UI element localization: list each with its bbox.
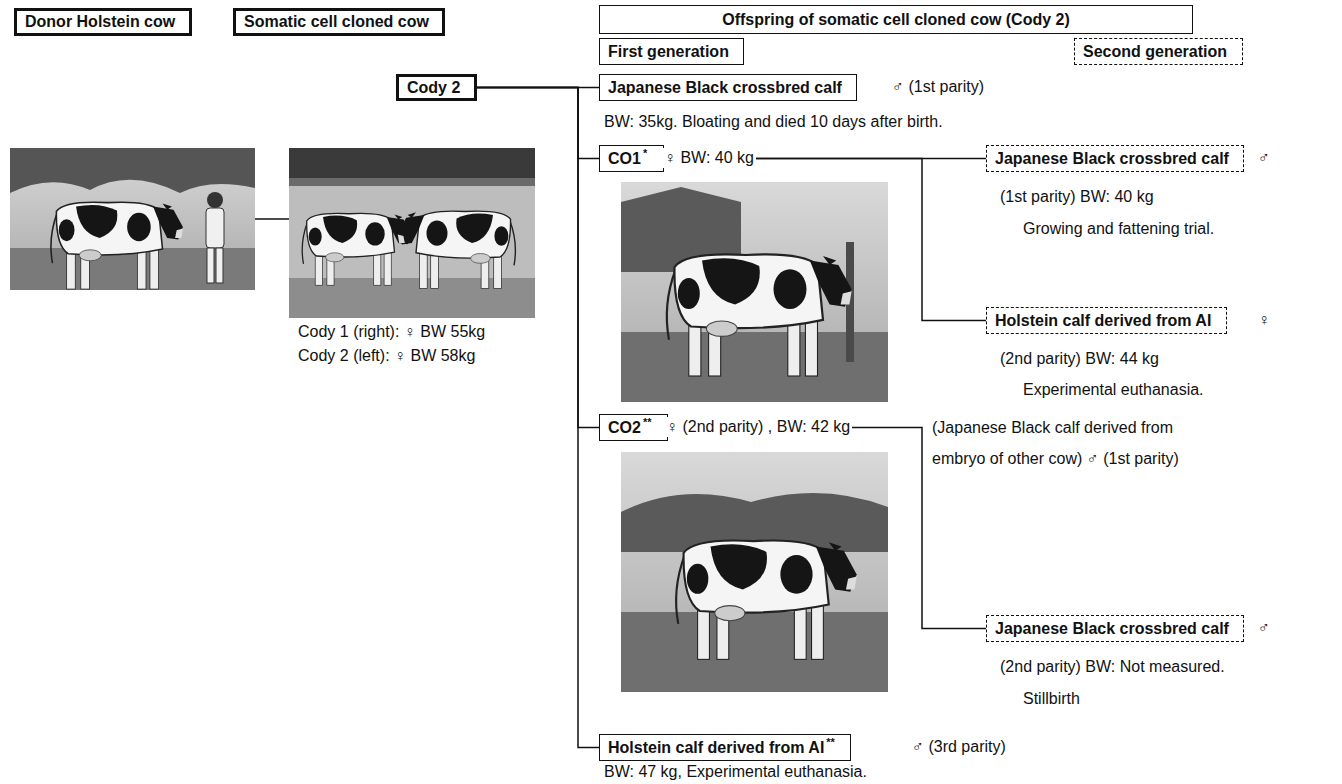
pedigree-line xyxy=(664,159,986,321)
note-label: Experimental euthanasia. xyxy=(1021,380,1206,400)
note-label: Growing and fattening trial. xyxy=(1021,219,1216,239)
box-text: First generation xyxy=(608,43,729,61)
box-text: Japanese Black crossbred calf xyxy=(995,620,1229,638)
note-label: ♂ xyxy=(1256,618,1272,638)
pedigree-line xyxy=(477,88,599,428)
box-text: Cody 2 xyxy=(407,79,460,97)
box-text: CO1 xyxy=(608,150,641,168)
cow-figure xyxy=(398,211,516,288)
box-text: Somatic cell cloned cow xyxy=(244,13,429,31)
note-label: Stillbirth xyxy=(1021,689,1082,709)
pedigree-line xyxy=(477,88,599,748)
note-label: ♂ (1st parity) xyxy=(890,77,986,97)
box-text: Japanese Black crossbred calf xyxy=(995,150,1229,168)
note-label: ♂ xyxy=(1256,148,1272,168)
note-label: (2nd parity) BW: Not measured. xyxy=(998,657,1227,677)
note-label: (1st parity) BW: 40 kg xyxy=(998,187,1156,207)
note-label: Cody 2 (left): ♀ BW 58kg xyxy=(296,346,477,366)
cloned-photo xyxy=(289,148,535,318)
box-text: Japanese Black crossbred calf xyxy=(608,79,842,97)
donor-photo xyxy=(10,148,255,290)
photo-ground xyxy=(621,182,888,402)
co2-photo xyxy=(621,452,888,692)
box-text: Holstein calf derived from AI xyxy=(608,739,824,757)
trees xyxy=(10,148,255,193)
photo-ground xyxy=(10,148,255,290)
animal-box: Japanese Black crossbred calf xyxy=(986,615,1244,642)
cow-figure xyxy=(302,213,411,285)
animal-box: CO2** xyxy=(599,414,668,441)
note-label: ♀ xyxy=(1256,310,1272,330)
footnote-mark: * xyxy=(643,147,647,159)
animal-box: CO1* xyxy=(599,145,664,172)
header-box: Donor Holstein cow xyxy=(14,8,192,36)
footnote-mark: ** xyxy=(826,736,835,748)
note-label: ♀ (2nd parity) , BW: 42 kg xyxy=(664,417,852,437)
box-text: Second generation xyxy=(1083,43,1227,61)
box-text: CO2 xyxy=(608,419,641,437)
animal-box: Holstein calf derived from AI** xyxy=(599,734,851,761)
note-label: BW: 47 kg, Experimental euthanasia. xyxy=(602,762,869,782)
person-figure xyxy=(206,192,224,283)
note-label: (2nd parity) BW: 44 kg xyxy=(998,349,1161,369)
ground xyxy=(621,612,888,692)
footnote-mark: ** xyxy=(643,416,652,428)
header-box: Somatic cell cloned cow xyxy=(233,8,445,36)
barn-roof xyxy=(289,148,535,178)
barn-beam xyxy=(289,178,535,186)
animal-box: Cody 2 xyxy=(396,74,477,101)
note-label: (Japanese Black calf derived from embryo… xyxy=(930,412,1224,474)
cow-figure xyxy=(51,202,183,289)
generation-box: Second generation xyxy=(1074,38,1243,65)
box-text: Donor Holstein cow xyxy=(25,13,175,31)
note-label: ♂ (3rd parity) xyxy=(910,737,1008,757)
cow-figure xyxy=(667,254,852,376)
generation-box: First generation xyxy=(599,38,744,65)
pedigree-line xyxy=(477,88,599,159)
photo-ground xyxy=(621,452,888,692)
note-label: Cody 1 (right): ♀ BW 55kg xyxy=(296,322,487,342)
photo-ground xyxy=(289,148,535,318)
cow-figure xyxy=(676,540,857,659)
animal-box: Japanese Black crossbred calf xyxy=(599,74,857,101)
relation-line xyxy=(255,218,289,220)
note-label: ♀ BW: 40 kg xyxy=(662,148,756,168)
note-label: BW: 35kg. Bloating and died 10 days afte… xyxy=(602,112,945,132)
header-box: Offspring of somatic cell cloned cow (Co… xyxy=(599,5,1193,34)
animal-box: Japanese Black crossbred calf xyxy=(986,145,1244,172)
box-text: Offspring of somatic cell cloned cow (Co… xyxy=(722,11,1070,29)
box-text: Holstein calf derived from AI xyxy=(995,312,1211,330)
co1-photo xyxy=(621,182,888,402)
animal-box: Holstein calf derived from AI xyxy=(986,307,1227,334)
